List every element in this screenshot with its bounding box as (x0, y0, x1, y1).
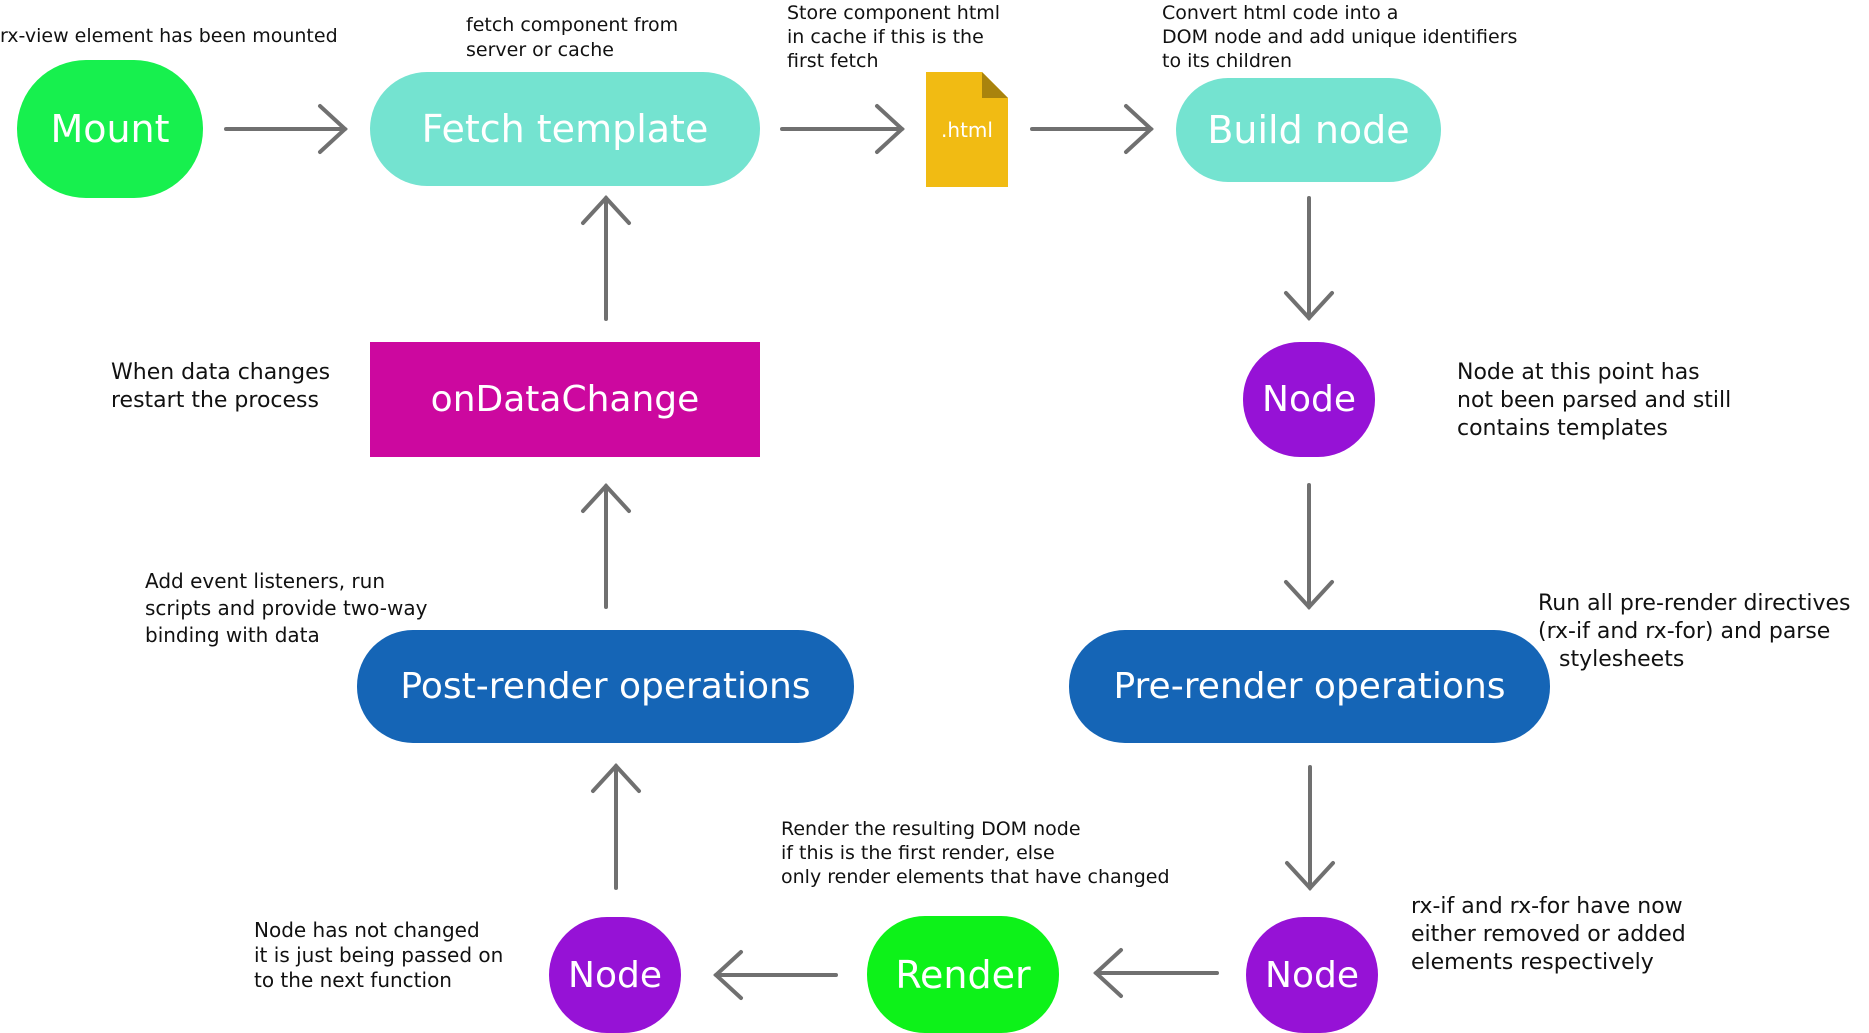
arrow-node-to-render (1093, 948, 1219, 998)
arrow-build-to-node (1284, 196, 1334, 321)
note-node-templates: Node at this point has not been parsed a… (1457, 360, 1732, 441)
pre-render-node: Pre-render operations (1069, 630, 1550, 743)
arrow-node-to-post-render (591, 763, 641, 890)
note-render: Render the resulting DOM node if this is… (781, 818, 1170, 888)
render-label: Render (895, 952, 1031, 997)
node-parsed-node: Node (1243, 342, 1375, 457)
arrow-file-to-build (1030, 104, 1154, 154)
arrow-node-to-pre-render (1284, 483, 1334, 610)
note-data-change: When data changes restart the process (111, 360, 331, 413)
node-unchanged-label: Node (568, 954, 662, 996)
node-directives-node: Node (1246, 917, 1378, 1033)
build-node-label: Build node (1207, 108, 1410, 152)
note-fetch: fetch component from server or cache (466, 14, 679, 61)
fetch-template-label: Fetch template (421, 107, 709, 151)
arrow-pre-render-to-node (1285, 765, 1335, 891)
post-render-node: Post-render operations (357, 630, 854, 743)
file-page (926, 72, 1008, 187)
file-extension-label: .html (941, 117, 993, 142)
note-mounted: rx-view element has been mounted (0, 25, 338, 47)
arrow-render-to-node (713, 950, 838, 1000)
post-render-label: Post-render operations (400, 666, 811, 707)
render-node: Render (867, 916, 1059, 1033)
pre-render-label: Pre-render operations (1113, 666, 1506, 707)
mount-label: Mount (50, 107, 170, 151)
note-node-unchanged: Node has not changed it is just being pa… (254, 918, 504, 992)
note-post-render: Add event listeners, run scripts and pro… (145, 569, 428, 647)
note-rx-if: rx-if and rx-for have now either removed… (1411, 894, 1686, 975)
note-convert: Convert html code into a DOM node and ad… (1162, 2, 1518, 72)
arrow-fetch-to-file (780, 104, 905, 154)
node-parsed-label: Node (1262, 379, 1356, 420)
mount-node: Mount (17, 60, 203, 198)
html-file-icon: .html (926, 72, 1008, 187)
note-pre-render: Run all pre-render directives (rx-if and… (1538, 591, 1851, 672)
on-data-change-label: onDataChange (430, 379, 700, 420)
arrow-mount-to-fetch (224, 104, 348, 154)
note-store: Store component html in cache if this is… (787, 2, 1001, 72)
on-data-change-node: onDataChange (370, 342, 760, 457)
build-node-node: Build node (1176, 78, 1441, 182)
node-unchanged-node: Node (549, 917, 681, 1033)
fetch-template-node: Fetch template (370, 72, 760, 186)
arrow-data-change-to-fetch (581, 195, 631, 321)
arrow-post-render-to-data-change (581, 483, 631, 609)
file-fold (982, 72, 1008, 98)
node-directives-label: Node (1265, 954, 1359, 996)
